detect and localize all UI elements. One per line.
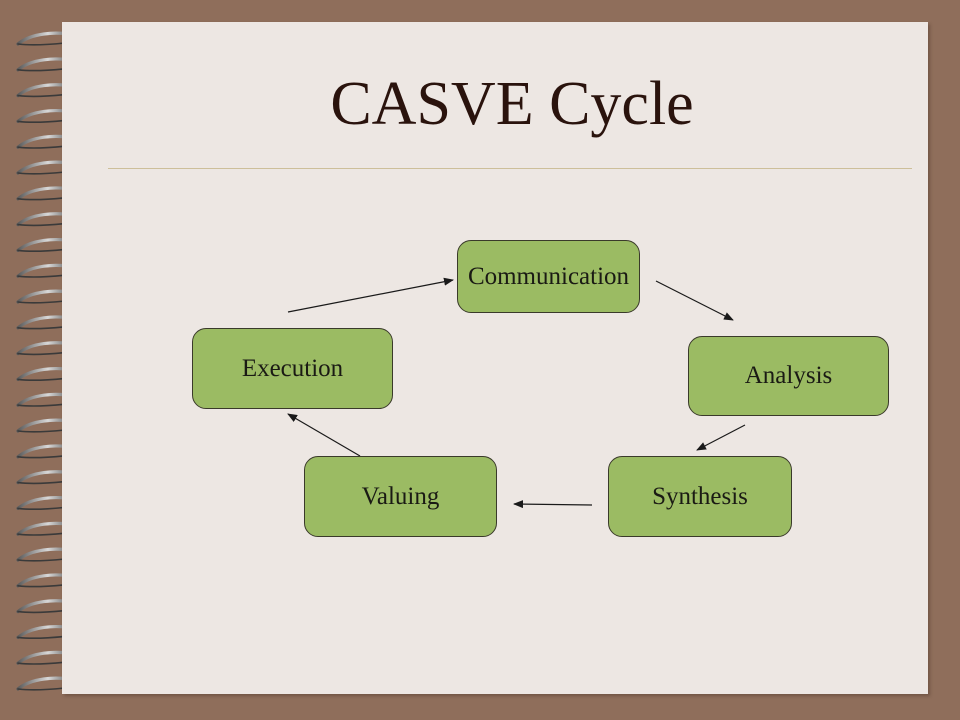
node-synthesis: Synthesis <box>608 456 792 537</box>
node-analysis-label: Analysis <box>744 362 833 389</box>
node-execution-label: Execution <box>241 354 344 382</box>
node-execution: Execution <box>192 328 393 409</box>
node-communication: Communication <box>457 240 640 313</box>
node-valuing-label: Valuing <box>361 482 440 510</box>
title-divider <box>108 168 912 169</box>
node-valuing: Valuing <box>304 456 497 537</box>
slide-title: CASVE Cycle <box>330 70 694 138</box>
node-synthesis-label: Synthesis <box>652 482 748 510</box>
node-analysis: Analysis <box>688 336 889 416</box>
node-communication-label: Communication <box>467 262 630 290</box>
